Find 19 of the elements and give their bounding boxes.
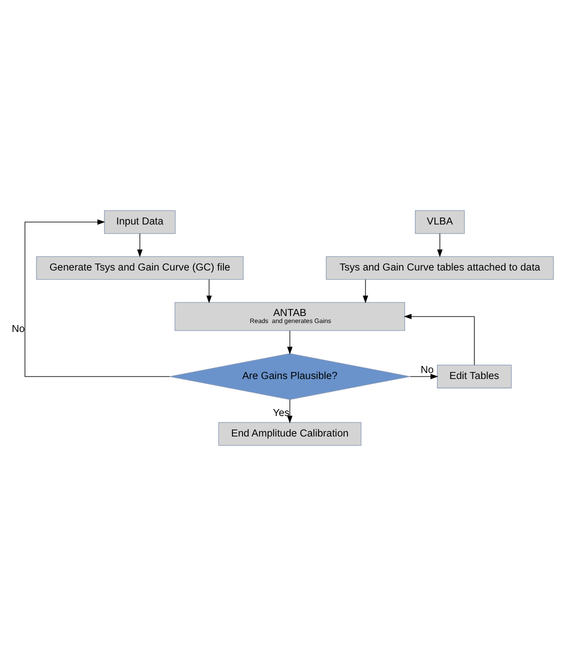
arrow — [437, 232, 443, 257]
arrow — [362, 278, 368, 303]
arrow — [287, 330, 293, 354]
arrow — [206, 278, 212, 303]
arrow — [24, 218, 170, 376]
node-box: End Amplitude Calibration — [218, 422, 362, 446]
node-box: VLBA — [414, 210, 465, 234]
edge-label: No — [12, 323, 25, 334]
node-box: Input Data — [104, 210, 176, 234]
node-box: Generate Tsys and Gain Curve (GC) file — [36, 256, 244, 280]
arrow — [410, 373, 438, 379]
arrow — [137, 232, 143, 257]
node-box: Edit Tables — [436, 364, 512, 388]
node-box: Tsys and Gain Curve tables attached to data — [326, 256, 554, 280]
edge-label: Yes — [272, 407, 290, 418]
node-diamond: Are Gains Plausible? — [170, 352, 410, 400]
arrow — [287, 398, 293, 423]
arrow — [404, 313, 475, 365]
edge-label: No — [420, 364, 434, 376]
